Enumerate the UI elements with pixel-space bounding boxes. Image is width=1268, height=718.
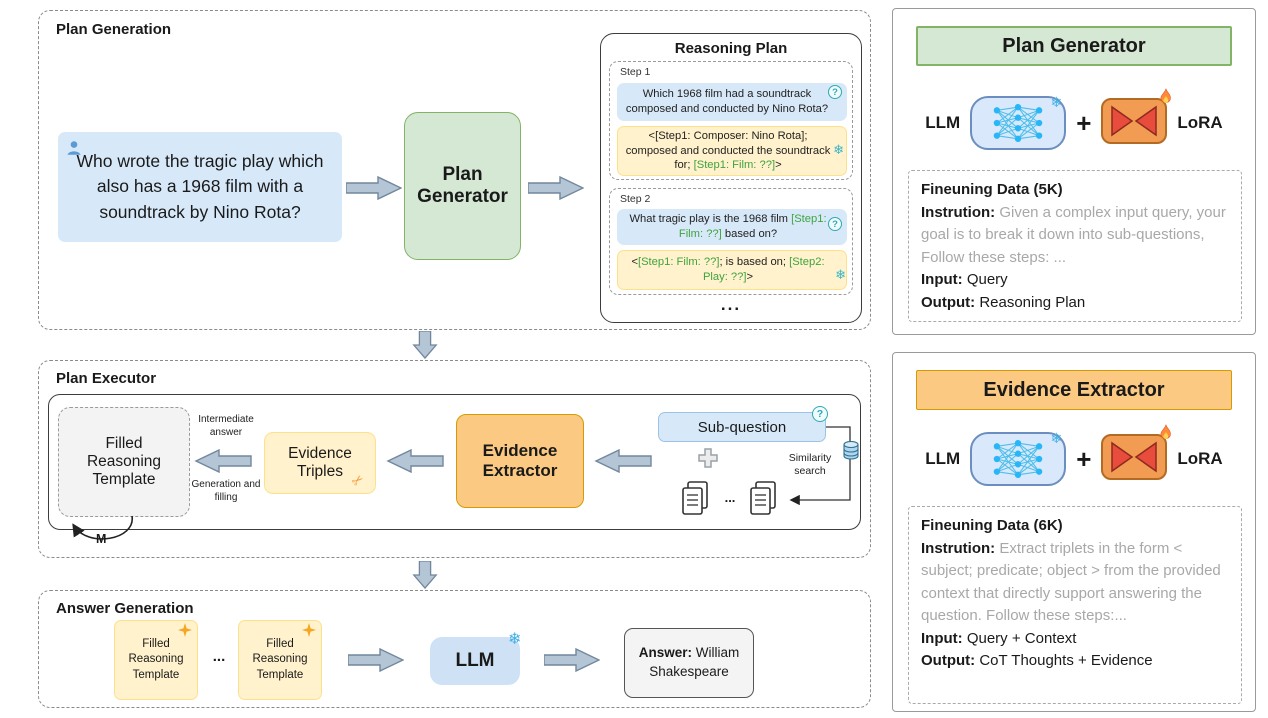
reasoning-plan-title: Reasoning Plan [674,40,788,57]
question-circle-icon: ? [828,217,842,231]
question-circle-icon: ? [828,85,842,99]
evidence-extractor-box: Evidence Extractor [456,414,584,508]
llm-label: LLM [925,449,961,468]
snowflake-icon: ❄ [508,631,522,648]
lora-label: LoRA [1177,113,1223,132]
snowflake-icon: ❄ [833,142,844,157]
plus-sign: + [1076,107,1092,138]
plan-generator-model-row: LLM ❄ + [904,87,1244,154]
answer-box: Answer: William Shakespeare [624,628,754,698]
filled-template-2: Filled Reasoning Template [238,620,322,700]
step1-card: Step 1 Which 1968 film had a soundtrack … [609,61,853,180]
step1-label: Step 1 [620,66,651,78]
snowflake-icon: ❄ [1050,430,1063,446]
step2-question-text: What tragic play is the 1968 film [Step1… [629,213,827,240]
arrow-subquestion-to-extractor-icon [594,449,652,473]
step2-card: Step 2 What tragic play is the 1968 film… [609,188,853,295]
step2-triple-text: <[Step1: Film: ??]; is based on; [Step2:… [631,256,825,283]
arrow-extractor-to-triples-icon [386,449,444,473]
lora-icon [1101,433,1168,480]
evidence-extractor-finetune-box: Fineuning Data (6K) Instrution: Extract … [908,506,1242,704]
arrow-generator-to-plan-icon [528,176,584,200]
generation-filling-label: Generation and filling [191,479,261,503]
fire-icon [1160,87,1172,103]
arrow-question-to-generator-icon [346,176,402,200]
step2-question-box: What tragic play is the 1968 film [Step1… [617,209,847,245]
evidence-extractor-panel [892,352,1256,712]
question-circle-icon: ? [812,406,828,422]
filled-template-label: Filled Reasoning Template [86,435,162,488]
step1-triple-text: <[Step1: Composer: Nino Rota]; composed … [625,130,831,172]
step1-question-box: Which 1968 film had a soundtrack compose… [617,83,847,121]
plan-executor-title: Plan Executor [56,370,157,387]
arrow-llm-to-answer-icon [544,648,600,672]
reasoning-plan-ellipsis: ... [720,295,742,314]
plan-generator-box: Plan Generator [404,112,521,260]
plus-icon [698,448,718,468]
fire-icon [1160,423,1172,439]
plan-generator-label: Plan Generator [417,164,508,207]
lora-adapter [1101,423,1172,485]
plus-sign: + [1076,443,1092,474]
finetune-input: Input: Query + Context [921,629,1077,647]
input-question-text: Who wrote the tragic play which also has… [76,150,324,222]
plan-generation-title: Plan Generation [56,21,172,38]
templates-ellipsis: ... [212,648,226,665]
llm-pill: ❄ [970,430,1067,486]
plan-generator-panel-header: Plan Generator [916,26,1232,66]
intermediate-answer-label: Intermediate answer [198,414,254,438]
document-icon [750,481,776,515]
step1-triple-box: <[Step1: Composer: Nino Rota]; composed … [617,126,847,176]
answer-generation-title: Answer Generation [56,600,194,617]
evidence-extractor-panel-header: Evidence Extractor [916,370,1232,410]
arrow-triples-to-template-icon [194,449,252,473]
neural-network-icon [993,104,1043,142]
arrow-down-to-answer-icon [412,561,438,589]
documents-ellipsis: ... [724,490,736,505]
plan-generation-section [38,10,871,330]
snowflake-icon: ❄ [835,267,846,282]
sparkle-icon [302,623,316,637]
finetune-instruction: Instrution: Extract triplets in the form… [921,539,1221,625]
filled-template-box: Filled Reasoning Template [58,407,190,517]
llm-pill: ❄ [970,94,1067,150]
snowflake-icon: ❄ [1050,94,1063,110]
plan-executor-section [38,360,871,558]
lora-adapter [1101,87,1172,149]
document-icon [682,481,708,515]
answer-text: Answer: William Shakespeare [638,645,740,679]
finetune-output: Output: CoT Thoughts + Evidence [921,652,1153,669]
llm-box: LLM [430,637,520,685]
finetune-instruction: Instrution: Given a complex input query,… [921,203,1226,266]
evidence-triples-label: Evidence Triples [288,445,352,480]
lora-label: LoRA [1177,449,1223,468]
arrow-templates-to-llm-icon [348,648,404,672]
similarity-search-connector [789,426,851,506]
step1-question-text: Which 1968 film had a soundtrack compose… [625,88,829,115]
arrow-down-to-executor-icon [412,331,438,359]
user-icon [67,141,81,155]
finetune-data-title: Fineuning Data (5K) [921,181,1063,198]
evidence-extractor-model-row: LLM ❄ + [904,423,1244,490]
sub-question-label: Sub-question [697,418,787,436]
database-icon [843,441,859,460]
similarity-search-label: Similarity search [788,452,832,478]
finetune-data-title: Fineuning Data (6K) [921,517,1063,534]
input-question-box: Who wrote the tragic play which also has… [58,132,342,242]
sparkle-icon [178,623,192,637]
finetune-output: Output: Reasoning Plan [921,293,1086,311]
lora-icon [1101,97,1168,144]
loop-arrow-icon [72,515,133,540]
loop-count-label: M [96,532,107,546]
step2-label: Step 2 [620,193,651,205]
evidence-extractor-label: Evidence Extractor [482,441,558,480]
step2-triple-box: <[Step1: Film: ??]; is based on; [Step2:… [617,250,847,290]
plan-generator-finetune-box: Fineuning Data (5K) Instrution: Given a … [908,170,1242,322]
llm-label: LLM [925,113,961,132]
finetune-input: Input: Query [921,271,1008,288]
neural-network-icon [993,440,1043,478]
evidence-triples-box: Evidence Triples [264,432,376,494]
answer-generation-section [38,590,871,708]
sub-question-box: Sub-question [658,412,826,442]
